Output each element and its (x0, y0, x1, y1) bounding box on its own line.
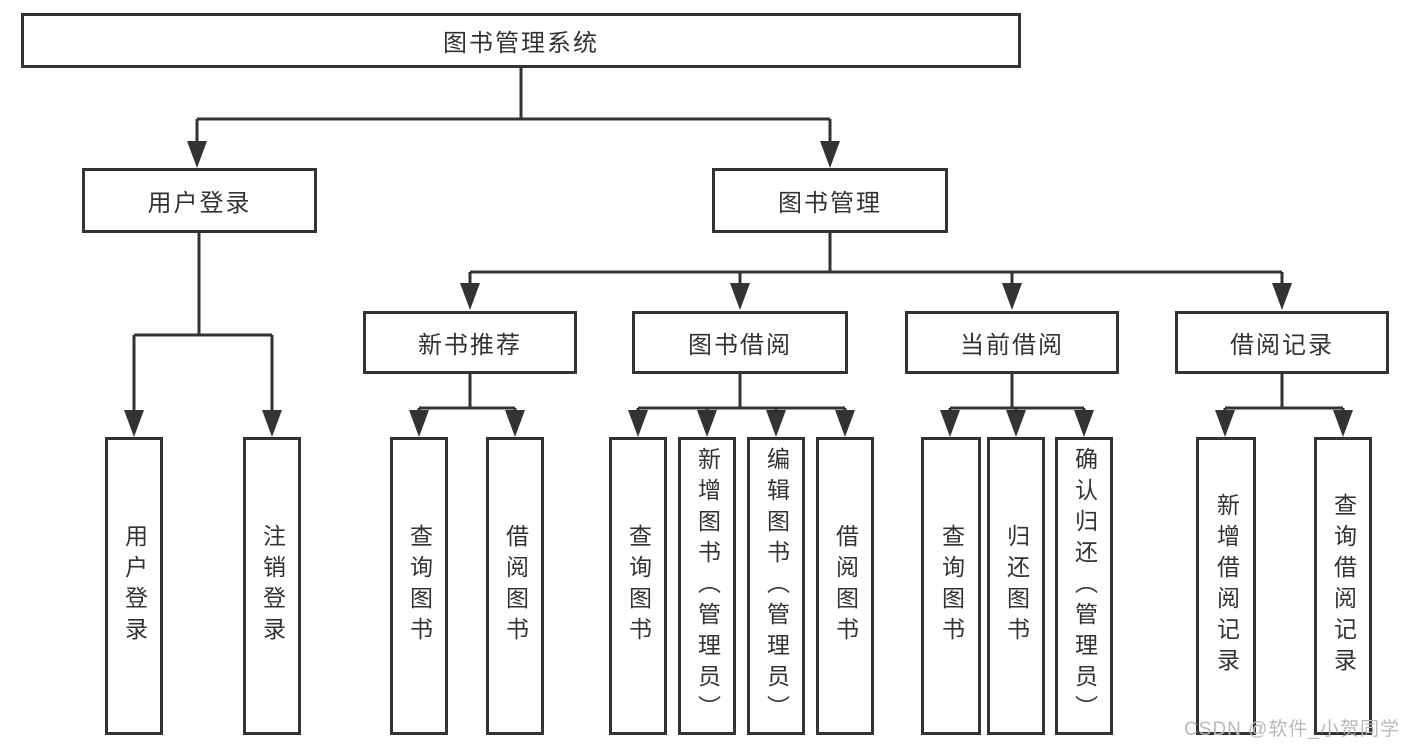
node-label: 借阅图书 (832, 524, 859, 648)
arrowhead-icon (1006, 410, 1026, 437)
arrowhead-icon (835, 410, 855, 437)
node-label: 新增借阅记录 (1213, 493, 1240, 679)
node-leaf-borrow-books: 借阅图书 (816, 437, 874, 735)
arrowhead-icon (1002, 283, 1022, 310)
node-label: 注销登录 (259, 524, 286, 648)
node-borrowing-records: 借阅记录 (1175, 311, 1389, 374)
node-leaf-edit-books-admin: 编辑图书（管理员） (747, 437, 805, 735)
node-label: 查询图书 (406, 524, 433, 648)
node-new-book-recommendation: 新书推荐 (363, 311, 577, 374)
arrowhead-icon (124, 410, 144, 437)
node-label: 借阅记录 (1230, 332, 1334, 359)
node-label: 图书管理系统 (443, 30, 599, 57)
watermark: CSDN @软件_小贺同学 (1184, 719, 1400, 740)
node-leaf-query-borrow-record: 查询借阅记录 (1314, 437, 1372, 735)
node-label: 编辑图书（管理员） (763, 446, 790, 726)
node-leaf-user-login: 用户登录 (105, 437, 163, 735)
node-leaf-query-books-recommend: 查询图书 (390, 437, 448, 735)
node-label: 用户登录 (121, 524, 148, 648)
arrowhead-icon (730, 283, 750, 310)
arrowhead-icon (1333, 410, 1353, 437)
node-book-management: 图书管理 (712, 168, 948, 233)
node-leaf-logout: 注销登录 (243, 437, 301, 735)
arrowhead-icon (628, 410, 648, 437)
arrowhead-group (124, 141, 1353, 437)
node-leaf-query-books-current: 查询图书 (921, 437, 981, 735)
node-label: 确认归还（管理员） (1071, 446, 1098, 726)
arrowhead-icon (1215, 410, 1235, 437)
arrowhead-icon (697, 410, 717, 437)
arrowhead-icon (262, 410, 282, 437)
arrowhead-icon (1074, 410, 1094, 437)
node-label: 图书借阅 (688, 332, 792, 359)
node-library-management-system: 图书管理系统 (21, 13, 1021, 68)
arrowhead-icon (505, 410, 525, 437)
node-label: 查询借阅记录 (1330, 493, 1357, 679)
arrowhead-icon (766, 410, 786, 437)
node-book-borrowing: 图书借阅 (632, 311, 848, 374)
arrowhead-icon (187, 141, 207, 168)
node-label: 查询图书 (625, 524, 652, 648)
node-leaf-add-books-admin: 新增图书（管理员） (678, 437, 736, 735)
node-leaf-return-books: 归还图书 (987, 437, 1045, 735)
node-label: 当前借阅 (960, 332, 1064, 359)
node-label: 新增图书（管理员） (694, 446, 721, 726)
node-leaf-borrow-books-recommend: 借阅图书 (486, 437, 544, 735)
node-leaf-confirm-return-admin: 确认归还（管理员） (1055, 437, 1113, 735)
node-label: 查询图书 (938, 524, 965, 648)
node-leaf-add-borrow-record: 新增借阅记录 (1196, 437, 1256, 735)
arrowhead-icon (409, 410, 429, 437)
arrowhead-icon (1272, 283, 1292, 310)
node-label: 用户登录 (147, 190, 252, 217)
arrowhead-icon (940, 410, 960, 437)
node-user-login: 用户登录 (82, 168, 317, 233)
node-current-borrowing: 当前借阅 (905, 311, 1119, 374)
node-leaf-query-books-borrow: 查询图书 (609, 437, 667, 735)
node-label: 新书推荐 (418, 332, 522, 359)
arrowhead-icon (460, 283, 480, 310)
node-label: 借阅图书 (502, 524, 529, 648)
arrowhead-icon (820, 141, 840, 168)
node-label: 归还图书 (1003, 524, 1030, 648)
node-label: 图书管理 (778, 190, 882, 217)
